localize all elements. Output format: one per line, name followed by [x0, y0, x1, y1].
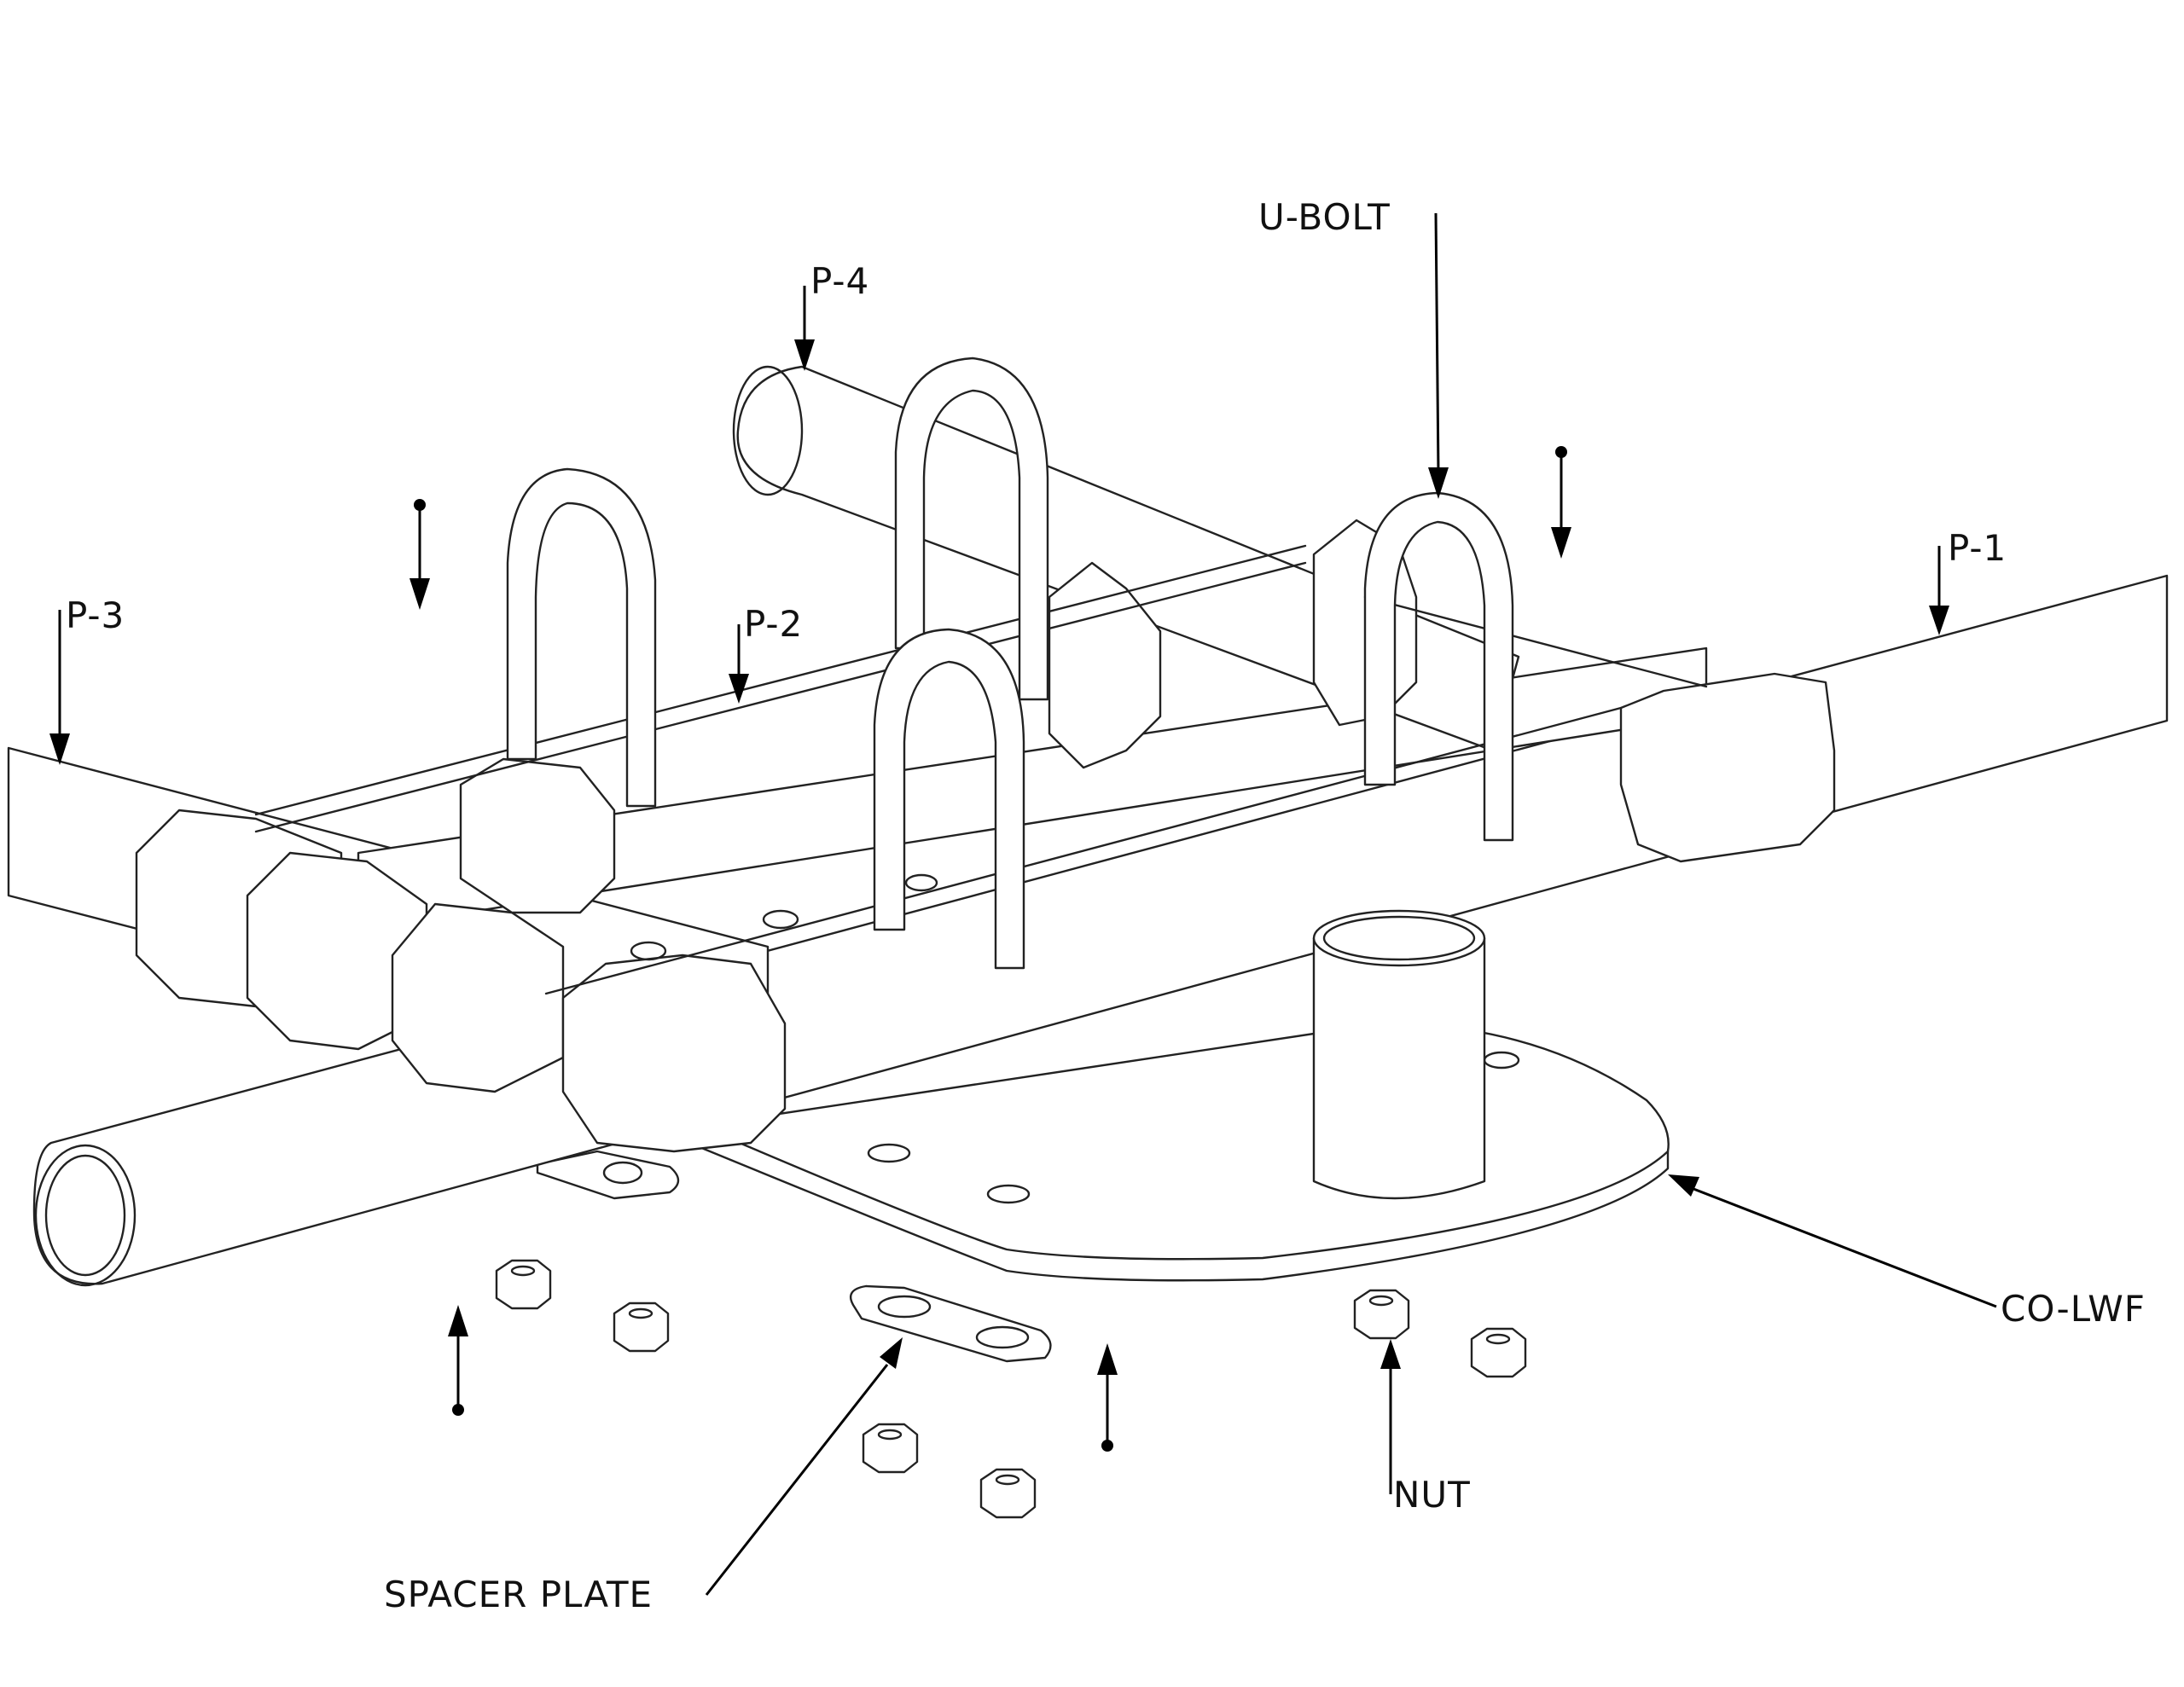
leader-p1	[1929, 546, 1949, 635]
label-p2: P-2	[744, 603, 804, 645]
clamp-right	[1619, 672, 1836, 863]
cross-rail	[254, 544, 1708, 995]
spacer-plate-loose	[849, 1284, 1052, 1363]
nut-1	[495, 1259, 552, 1310]
u-bolt-right	[1363, 491, 1514, 842]
leader-co-lwf	[1668, 1174, 1997, 1308]
u-bolt-left	[506, 467, 657, 808]
label-p1: P-1	[1948, 527, 2007, 569]
spacer-plate-under	[536, 1150, 680, 1200]
leader-nut	[1380, 1339, 1401, 1494]
assembly-arrow-1	[410, 499, 430, 610]
assembly-arrow-3	[448, 1305, 468, 1416]
label-p3: P-3	[66, 594, 125, 636]
nut-5	[1353, 1289, 1410, 1340]
label-nut: NUT	[1393, 1474, 1471, 1516]
leader-u-bolt	[1428, 212, 1449, 499]
u-bolt-front	[873, 628, 1025, 970]
label-spacer-plate: SPACER PLATE	[384, 1574, 653, 1615]
assembly-arrow-2	[1551, 446, 1571, 559]
nut-2	[613, 1301, 670, 1353]
clamp-back-center	[1048, 561, 1162, 769]
clamp-back-left	[459, 757, 616, 914]
clamp-front-center	[561, 954, 787, 1153]
leader-p4	[794, 286, 815, 371]
nut-6	[1470, 1327, 1527, 1378]
u-bolt-back	[894, 357, 1049, 701]
vertical-post	[1312, 909, 1486, 1200]
label-co-lwf: CO-LWF	[2001, 1288, 2146, 1330]
label-p4: P-4	[810, 260, 870, 302]
assembly-arrow-4	[1097, 1343, 1118, 1452]
leader-spacer-plate	[705, 1337, 903, 1596]
nut-4	[979, 1468, 1037, 1519]
nut-3	[862, 1423, 919, 1474]
clamp-left-3	[391, 902, 565, 1093]
leader-p2	[729, 624, 749, 704]
leader-p3	[49, 610, 70, 765]
label-u-bolt: U-BOLT	[1258, 196, 1391, 238]
